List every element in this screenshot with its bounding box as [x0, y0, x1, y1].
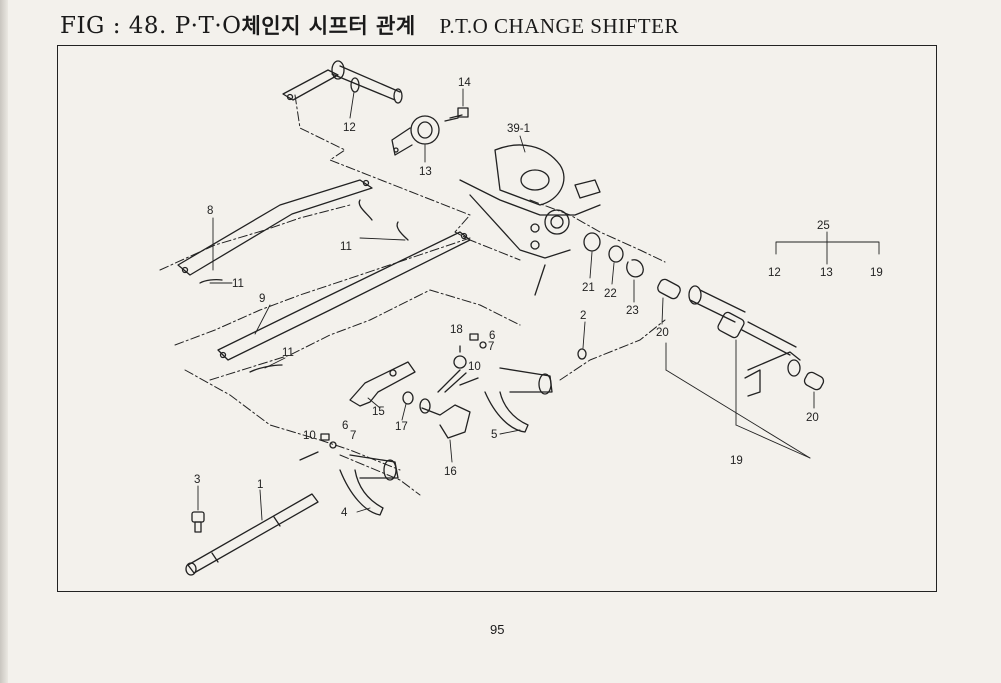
part-39-1-housing	[459, 144, 601, 296]
figure-title: FIG : 48. P·T·O체인지 시프터 관계 P.T.O CHANGE S…	[60, 10, 679, 40]
callouts: 14 12 13 39-1 8 11 11 9 11 21 22 23 20 2…	[194, 77, 883, 519]
callout-11-b: 11	[232, 278, 244, 290]
callout-5: 5	[491, 429, 497, 441]
part-14-bolt	[444, 107, 469, 122]
callout-10-b: 10	[303, 430, 316, 442]
reference-lines	[159, 94, 666, 496]
diagram-frame	[57, 45, 937, 592]
callout-8: 8	[207, 205, 213, 217]
callout-4: 4	[341, 507, 348, 519]
scan-edge	[0, 0, 8, 683]
part-8-link-rod	[177, 179, 373, 276]
part-12-shaft	[282, 60, 403, 104]
part-9-link-rod	[217, 231, 471, 361]
figure-title-english: P.T.O CHANGE SHIFTER	[439, 14, 679, 38]
callout-22: 22	[604, 288, 617, 300]
part-19-20-shaft	[657, 278, 825, 397]
callout-23: 23	[626, 305, 639, 317]
callout-19: 19	[730, 455, 743, 467]
part-6-7-10-detent	[299, 333, 487, 461]
part-1-shift-rod	[185, 493, 319, 576]
callout-20-b: 20	[806, 412, 819, 424]
part-4-shift-fork	[339, 454, 399, 516]
callout-6-a: 6	[489, 330, 495, 342]
callout-25-member-13: 13	[820, 267, 833, 279]
callout-6-b: 6	[342, 420, 348, 432]
part-16-shifter-lever	[419, 369, 471, 439]
callout-25-member-19: 19	[870, 267, 883, 279]
callout-25: 25	[817, 220, 830, 232]
callout-11-a: 11	[340, 241, 352, 253]
part-15-lever	[349, 361, 416, 407]
part-5-shift-fork	[484, 367, 553, 433]
part-17-washer	[402, 391, 414, 405]
part-11-split-pins	[199, 199, 409, 373]
callout-7-a: 7	[488, 341, 494, 353]
part-21-23-rings	[583, 232, 644, 278]
callout-39-1: 39-1	[507, 123, 530, 135]
callout-9: 9	[259, 293, 265, 305]
callout-16: 16	[444, 466, 457, 478]
callout-3: 3	[194, 474, 200, 486]
page-number: 95	[490, 622, 505, 637]
figure-prefix: FIG : 48.	[60, 13, 167, 39]
callout-18: 18	[450, 324, 463, 336]
figure-code: P·T·O	[174, 13, 242, 39]
callout-21: 21	[582, 282, 595, 294]
callout-17: 17	[395, 421, 408, 433]
callout-14: 14	[458, 77, 471, 89]
part-13-collar	[391, 115, 440, 156]
part-18-knob	[453, 345, 467, 369]
callout-12: 12	[343, 122, 356, 134]
callout-7-b: 7	[350, 430, 356, 442]
callout-25-member-12: 12	[768, 267, 781, 279]
leader-lines	[197, 88, 880, 521]
callout-13: 13	[419, 166, 432, 178]
figure-title-korean: 체인지 시프터 관계	[241, 14, 416, 38]
callout-11-c: 11	[282, 347, 294, 359]
callout-20-a: 20	[656, 327, 669, 339]
callout-2: 2	[580, 310, 586, 322]
callout-1: 1	[257, 479, 263, 491]
part-3-bolt	[191, 511, 205, 533]
callout-15: 15	[372, 406, 385, 418]
callout-10-a: 10	[468, 361, 481, 373]
part-2-ring	[577, 348, 587, 360]
